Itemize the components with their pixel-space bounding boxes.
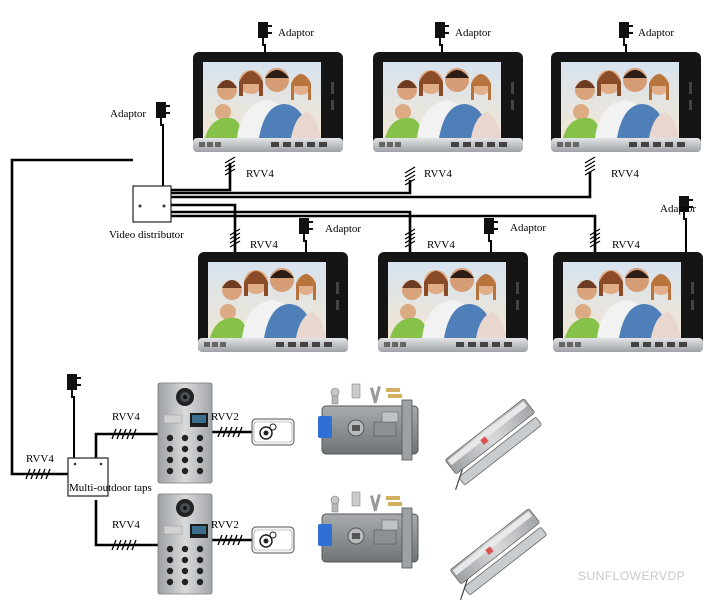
multi-outdoor-taps-label: Multi-outdoor taps <box>69 482 152 494</box>
rvv2-label: RVV2 <box>211 519 239 531</box>
rvv4-label: RVV4 <box>611 168 639 180</box>
indoor-monitor-4 <box>198 252 348 352</box>
rvv4-label: RVV4 <box>424 168 452 180</box>
watermark: SUNFLOWERVDP <box>578 569 685 583</box>
adaptor-label: Adaptor <box>325 223 361 235</box>
video-distributor-label: Video distributor <box>109 229 184 241</box>
indoor-monitor-1 <box>193 52 343 152</box>
rvv4-label: RVV4 <box>427 239 455 251</box>
adaptor-label: Adaptor <box>110 108 146 120</box>
electric-lock-1 <box>317 383 419 461</box>
adaptor-label: Adaptor <box>510 222 546 234</box>
adaptor-cords <box>73 44 687 462</box>
labels: Adaptor Adaptor Adaptor Adaptor Adaptor … <box>26 27 696 583</box>
magnetic-lock-1 <box>436 397 545 492</box>
indoor-monitor-5 <box>378 252 528 352</box>
multi-outdoor-taps-box <box>67 457 109 497</box>
adaptor-icon <box>619 22 633 46</box>
wires <box>10 158 597 547</box>
exit-button-1 <box>251 418 295 446</box>
adaptor-label: Adaptor <box>660 203 696 215</box>
indoor-monitor-2 <box>373 52 523 152</box>
exit-button-2 <box>251 526 295 554</box>
rvv2-label: RVV2 <box>211 411 239 423</box>
outdoor-panel-2 <box>157 493 213 595</box>
rvv4-label: RVV4 <box>112 519 140 531</box>
rvv4-label: RVV4 <box>612 239 640 251</box>
rvv4-label: RVV4 <box>112 411 140 423</box>
video-distributor-box <box>132 185 172 223</box>
indoor-monitor-6 <box>553 252 703 352</box>
rvv4-label: RVV4 <box>250 239 278 251</box>
adaptor-label: Adaptor <box>455 27 491 39</box>
adaptor-icon <box>258 22 272 46</box>
outdoor-panel-1 <box>157 382 213 484</box>
adaptor-icon <box>435 22 449 46</box>
adaptor-label: Adaptor <box>638 27 674 39</box>
electric-lock-2 <box>317 491 419 569</box>
indoor-monitor-3 <box>551 52 701 152</box>
adaptor-icon <box>67 374 81 398</box>
magnetic-lock-2 <box>441 507 550 602</box>
adaptor-icon <box>484 218 498 242</box>
adaptor-label: Adaptor <box>278 27 314 39</box>
adaptor-icon <box>156 102 170 126</box>
rvv4-label: RVV4 <box>26 453 54 465</box>
adaptor-icon <box>299 218 313 242</box>
rvv4-label: RVV4 <box>246 168 274 180</box>
